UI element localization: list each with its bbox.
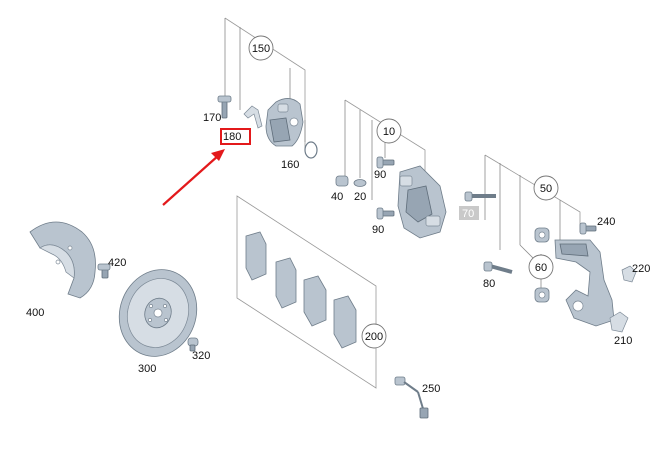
label-320: 320 — [192, 350, 210, 362]
callout-circle-60[interactable] — [528, 254, 554, 280]
callout-circle-200[interactable] — [361, 323, 387, 349]
part-20-cap[interactable] — [353, 179, 367, 187]
callout-circle-10[interactable] — [376, 118, 402, 144]
part-90-bolt-upper[interactable] — [376, 156, 395, 169]
brake-pad-3[interactable] — [303, 275, 327, 327]
label-60: 60 — [535, 262, 547, 274]
label-50: 50 — [540, 183, 552, 195]
label-80: 80 — [483, 278, 495, 290]
callout-circle-150[interactable] — [248, 35, 274, 61]
part-320-screw[interactable] — [187, 337, 199, 352]
part-300-brake-disc[interactable] — [107, 259, 209, 368]
group-50: 50 60 70 80 240 — [459, 154, 650, 347]
label-90-upper: 90 — [374, 169, 386, 181]
part-160-seal[interactable] — [304, 141, 318, 159]
brake-pad-1[interactable] — [245, 231, 267, 281]
label-40: 40 — [331, 191, 343, 203]
label-240: 240 — [597, 216, 615, 228]
label-10: 10 — [383, 126, 395, 138]
callout-circle-50[interactable] — [533, 175, 559, 201]
part-400-dust-shield[interactable] — [29, 221, 96, 299]
part-60-sleeve-upper[interactable] — [534, 227, 550, 243]
part-90-bolt-lower[interactable] — [376, 207, 395, 220]
part-420-bolt[interactable] — [97, 263, 111, 279]
label-180[interactable]: 180 — [223, 131, 241, 143]
part-150-caliper-housing[interactable] — [265, 98, 304, 147]
group-10: 10 40 20 90 90 — [331, 99, 447, 239]
tag-bg-70 — [459, 206, 479, 220]
label-210: 210 — [614, 335, 632, 347]
part-40-bushing[interactable] — [335, 175, 349, 187]
part-60-sleeve-lower[interactable] — [534, 287, 550, 303]
part-220-clip[interactable] — [621, 265, 637, 283]
brake-pad-4[interactable] — [333, 295, 357, 349]
label-70: 70 — [462, 208, 474, 220]
part-170-bolt[interactable] — [217, 95, 232, 119]
label-200: 200 — [365, 331, 383, 343]
label-150: 150 — [252, 43, 270, 55]
part-10-caliper[interactable] — [397, 165, 447, 239]
label-160: 160 — [281, 159, 299, 171]
part-50-carrier-bracket[interactable] — [554, 239, 615, 327]
group-200: 200 — [236, 195, 387, 389]
group-150: 150 170 160 — [203, 17, 318, 171]
label-420: 420 — [108, 257, 126, 269]
part-70-bolt[interactable] — [464, 191, 496, 202]
label-90-lower: 90 — [372, 224, 384, 236]
label-250: 250 — [422, 383, 440, 395]
part-250-wear-sensor[interactable] — [394, 376, 429, 419]
label-170: 170 — [203, 112, 221, 124]
label-400: 400 — [26, 307, 44, 319]
label-220: 220 — [632, 263, 650, 275]
part-240-bolt[interactable] — [579, 222, 597, 235]
part-210-clip[interactable] — [609, 311, 629, 333]
part-80-bolt[interactable] — [483, 261, 513, 274]
label-300: 300 — [138, 363, 156, 375]
pointer-arrow — [162, 149, 225, 206]
label-20: 20 — [354, 191, 366, 203]
part-180-clip[interactable] — [243, 105, 263, 129]
brake-pad-2[interactable] — [275, 257, 297, 309]
highlight-box-180 — [220, 128, 251, 145]
